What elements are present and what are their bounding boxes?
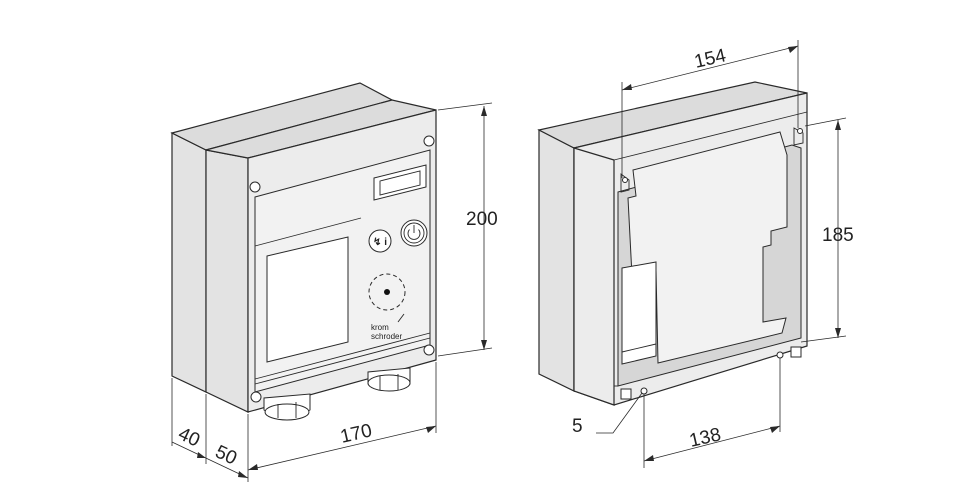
- front-unit: ↯ i krom schroder: [170, 82, 437, 421]
- corner-slot: [620, 388, 632, 400]
- brand-logo: krom schroder: [371, 313, 405, 341]
- info-reset-button[interactable]: ↯ i: [368, 229, 392, 253]
- callout-hole-5: 5: [572, 392, 643, 437]
- cover-side-face: [205, 149, 249, 413]
- panel-divider: [254, 217, 362, 247]
- open-base-unit: [537, 81, 808, 406]
- cable-gland-left: [263, 393, 311, 421]
- cable-gland-right: [367, 367, 411, 392]
- label-area: [266, 236, 349, 363]
- base-open-side: [538, 129, 575, 392]
- dimension-inner-height-185: 185: [800, 117, 854, 343]
- brand-line-1: krom: [371, 323, 389, 332]
- depth-cover-label: 40: [175, 423, 203, 451]
- mounting-hole: [776, 351, 784, 359]
- info-reset-label: ↯ i: [373, 237, 387, 248]
- base-side-face: [171, 132, 207, 393]
- display-window: [373, 164, 427, 201]
- optical-interface: [368, 273, 406, 311]
- hole-spacing-label: 138: [687, 424, 723, 452]
- power-button[interactable]: [400, 219, 428, 247]
- screw-icon: [249, 181, 261, 193]
- inner-height-label: 185: [822, 225, 854, 246]
- inner-width-label: 154: [692, 45, 728, 73]
- corner-slot: [790, 346, 802, 358]
- screw-icon: [423, 135, 435, 147]
- height-label: 200: [466, 209, 498, 230]
- hole-diameter-label: 5: [572, 416, 583, 437]
- width-label: 170: [338, 420, 374, 448]
- depth-base-label: 50: [212, 441, 240, 469]
- mounting-plate: [627, 131, 788, 364]
- brand-line-2: schroder: [371, 332, 402, 341]
- dimension-height-200: 200: [437, 102, 498, 357]
- screw-icon: [423, 344, 435, 356]
- power-icon: [407, 225, 421, 240]
- screw-icon: [250, 391, 262, 403]
